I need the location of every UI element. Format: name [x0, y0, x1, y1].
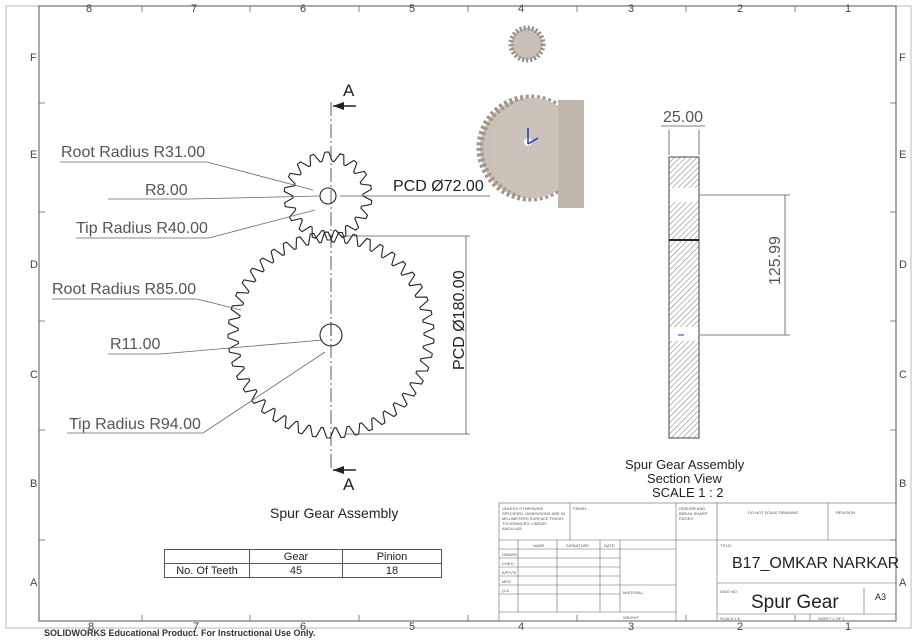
zone-col-7-top: 7 — [191, 3, 198, 15]
callout-gear-bore: R11.00 — [110, 336, 161, 353]
callout-pinion-root-radius: Root Radius R31.00 — [61, 144, 206, 161]
teeth-table-header-empty — [164, 549, 250, 564]
zone-row-e-right: E — [899, 149, 907, 161]
leader-lines — [52, 161, 326, 434]
callout-gear-root-radius: Root Radius R85.00 — [52, 281, 197, 298]
teeth-table-gear-value: 45 — [249, 563, 343, 578]
zone-row-c-right: C — [899, 369, 907, 381]
tb-tolerance-note: UNLESS OTHERWISE SPECIFIED: DIMENSIONS A… — [502, 506, 565, 531]
tb-sheet-label: SHEET 1 OF 1 — [818, 616, 845, 621]
zone-col-1-top: 1 — [845, 3, 852, 15]
tb-row-appvd: APPV'D — [502, 570, 517, 575]
tb-row-chkd: CHK'D — [502, 561, 515, 566]
tb-col-name: NAME — [533, 543, 545, 548]
zone-col-8-bottom: 8 — [88, 621, 95, 633]
zone-col-5-top: 5 — [409, 3, 416, 15]
zone-col-4-bottom: 4 — [518, 621, 525, 633]
zone-col-3-bottom: 3 — [628, 621, 635, 633]
zone-col-2-top: 2 — [737, 3, 744, 15]
tb-row-drawn: DRAWN — [502, 552, 517, 557]
section-label-top: A — [343, 81, 355, 100]
section-width-dimension: 25.00 — [663, 109, 704, 126]
zone-col-6-top: 6 — [300, 3, 307, 15]
gear-outline — [227, 231, 435, 439]
zone-row-b-right: B — [899, 478, 907, 490]
tb-finish-label: FINISH: — [573, 506, 588, 511]
section-center-distance: 125.99 — [767, 236, 784, 285]
teeth-table-header-pinion: Pinion — [342, 549, 442, 564]
teeth-table-row: No. Of Teeth 45 18 — [164, 563, 442, 578]
tb-material-label: MATERIAL: — [623, 590, 644, 595]
tb-size-value: A3 — [875, 592, 887, 602]
teeth-table-header-row: Gear Pinion — [164, 549, 442, 564]
section-caption-line3: SCALE 1 : 2 — [652, 485, 724, 500]
zone-col-3-top: 3 — [628, 3, 635, 15]
callout-pinion-tip-radius: Tip Radius R40.00 — [76, 220, 208, 237]
callout-gear-tip-radius: Tip Radius R94.00 — [69, 416, 201, 433]
tb-title-label: TITLE: — [720, 543, 733, 548]
tb-scale-label: SCALE:1:5 — [720, 616, 740, 621]
zone-row-e-left: E — [30, 149, 38, 161]
zone-row-d-right: D — [899, 259, 907, 271]
zone-row-d-left: D — [30, 259, 38, 271]
inner-border — [38, 5, 897, 622]
callout-pinion-bore: R8.00 — [145, 182, 188, 199]
zone-row-a-left: A — [30, 577, 38, 589]
zone-col-5-bottom: 5 — [409, 621, 416, 633]
tb-deburr-label: DEBURR AND BREAK SHARP EDGES — [679, 506, 708, 521]
title-block-grid — [498, 502, 897, 622]
pcd-dimension-lines — [340, 195, 490, 435]
teeth-table: Gear Pinion No. Of Teeth 45 18 — [164, 549, 442, 578]
pinion-outline — [283, 151, 373, 241]
teeth-table-header-gear: Gear — [249, 549, 343, 564]
section-view — [661, 125, 790, 439]
tb-col-date: DATE — [604, 543, 615, 548]
section-caption-line1: Spur Gear Assembly — [625, 457, 745, 472]
tb-col-signature: SIGNATURE — [566, 543, 590, 548]
section-label-bottom: A — [343, 475, 355, 494]
teeth-table-pinion-value: 18 — [342, 563, 442, 578]
teeth-table-row-label: No. Of Teeth — [164, 563, 250, 578]
tb-dwg-no-value: Spur Gear — [751, 592, 839, 613]
zone-row-c-left: C — [30, 369, 38, 381]
section-arrowhead-top — [333, 102, 344, 110]
zone-row-b-left: B — [30, 478, 38, 490]
tb-weight-label: WEIGHT: — [623, 615, 640, 620]
tb-row-mfg: MFG — [502, 579, 511, 584]
zone-col-7-bottom: 7 — [193, 621, 200, 633]
section-caption-line2: Section View — [647, 471, 722, 486]
zone-row-f-left: F — [30, 52, 37, 64]
section-arrowhead-bottom — [333, 466, 344, 474]
tb-revision-label: REVISION — [836, 510, 856, 515]
zone-col-8-top: 8 — [86, 3, 93, 15]
zone-col-6-bottom: 6 — [300, 621, 307, 633]
front-view-caption: Spur Gear Assembly — [270, 505, 399, 521]
isometric-gear-view — [476, 25, 584, 208]
tb-dwg-no-label: DWG NO. — [720, 589, 738, 594]
pcd-gear-label: PCD Ø180.00 — [451, 270, 468, 370]
zone-row-f-right: F — [899, 52, 906, 64]
zone-col-4-top: 4 — [518, 3, 525, 15]
zone-col-2-bottom: 2 — [737, 621, 744, 633]
tb-title-value: B17_OMKAR NARKAR — [732, 555, 900, 572]
tb-row-qa: Q.A — [502, 588, 509, 593]
pcd-pinion-label: PCD Ø72.00 — [393, 178, 484, 195]
zone-row-a-right: A — [899, 577, 907, 589]
zone-col-1-bottom: 1 — [845, 621, 852, 633]
educational-watermark: SOLIDWORKS Educational Product. For Inst… — [44, 628, 316, 638]
tb-do-not-scale: DO NOT SCALE DRAWING — [748, 510, 799, 515]
